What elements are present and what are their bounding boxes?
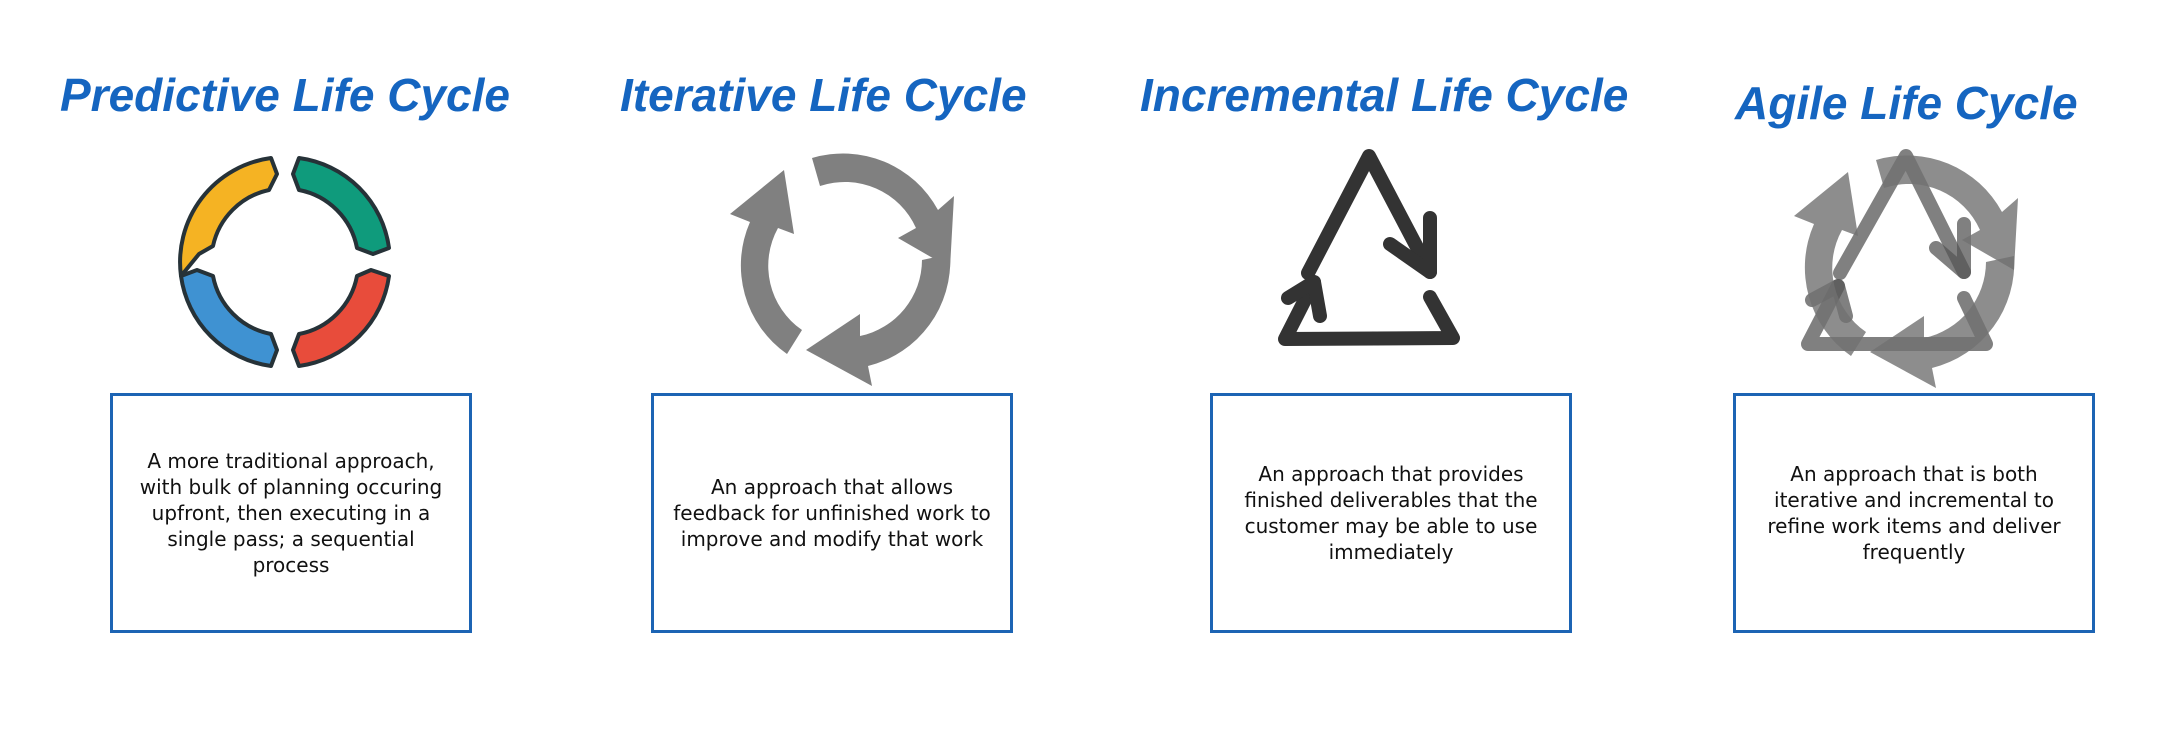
predictive-description-box: A more traditional approach, with bulk o… bbox=[110, 393, 472, 633]
iterative-title: Iterative Life Cycle bbox=[620, 69, 1027, 121]
incremental-description: An approach that provides finished deliv… bbox=[1244, 462, 1538, 564]
circular-arrows-icon bbox=[730, 153, 954, 386]
iterative-description-box: An approach that allows feedback for unf… bbox=[651, 393, 1013, 633]
triangle-arrows-icon bbox=[1278, 149, 1460, 346]
predictive-description: A more traditional approach, with bulk o… bbox=[139, 449, 443, 577]
incremental-title: Incremental Life Cycle bbox=[1140, 69, 1629, 121]
predictive-title: Predictive Life Cycle bbox=[60, 69, 510, 121]
circle-and-triangle-arrows-icon bbox=[1794, 149, 2018, 388]
incremental-description-box: An approach that provides finished deliv… bbox=[1210, 393, 1572, 633]
four-color-cycle-icon bbox=[178, 156, 391, 368]
iterative-description: An approach that allows feedback for unf… bbox=[673, 475, 991, 551]
agile-title: Agile Life Cycle bbox=[1735, 77, 2078, 129]
agile-description: An approach that is both iterative and i… bbox=[1767, 462, 2061, 564]
agile-description-box: An approach that is both iterative and i… bbox=[1733, 393, 2095, 633]
